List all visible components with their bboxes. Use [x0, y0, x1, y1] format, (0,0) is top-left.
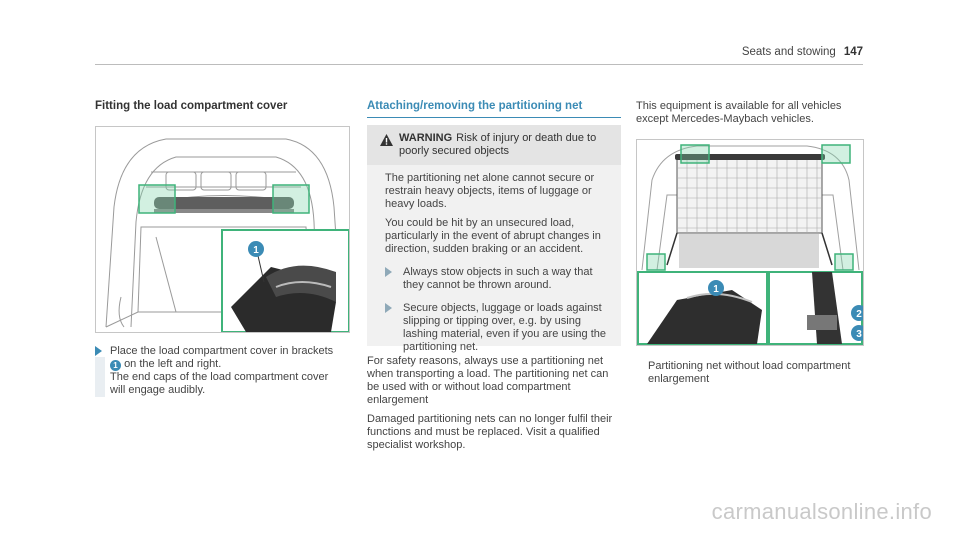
detail-inset-left [637, 271, 768, 345]
step-line-2: on the left and right. [124, 358, 222, 370]
callout-number-3: 3 [856, 329, 862, 340]
callout-number-2: 2 [856, 309, 862, 320]
section-title: Seats and stowing [741, 46, 836, 58]
page-number: 147 [843, 46, 863, 58]
warning-triangle-icon [380, 134, 393, 146]
load-cover-illustration: 1 [105, 138, 349, 332]
paragraph-safety: For safety reasons, always use a partiti… [367, 355, 609, 406]
step-line-1: Place the load compartment cover in brac… [110, 345, 334, 357]
warning-paragraph-1: The partitioning net alone cannot secure… [385, 172, 595, 210]
callout-1-icon: 1 [708, 280, 724, 296]
bullet-1-text: Always stow objects in such a way that t… [403, 266, 593, 291]
callout-number: 1 [253, 245, 259, 256]
watermark: carmanualsonline.info [711, 499, 932, 524]
column-middle: Attaching/removing the partitioning net … [367, 100, 621, 353]
figure-caption: Partitioning net without load compartmen… [648, 360, 851, 385]
callout-3-icon: 3 [851, 325, 863, 341]
net-grid [666, 154, 833, 266]
warning-bullet-1: Always stow objects in such a way that t… [385, 266, 613, 292]
intro-text: This equipment is available for all vehi… [636, 100, 842, 125]
callout-2-icon: 2 [851, 305, 863, 321]
step-line-4: will engage audibly. [110, 384, 206, 396]
inline-callout-1-icon: 1 [110, 360, 121, 371]
warning-title-text: Risk of injury or death due to poorly se… [399, 132, 597, 157]
bullet-arrow-icon [385, 267, 392, 277]
body-text: For safety reasons, always use a partiti… [367, 355, 621, 458]
bullet-2-text: Secure objects, luggage or loads against… [403, 302, 607, 353]
warning-paragraph-2: You could be hit by an unsecured load, p… [385, 217, 601, 255]
bullet-arrow-icon [385, 303, 392, 313]
detail-inset-right [768, 271, 863, 345]
section-heading: Fitting the load compartment cover [95, 100, 288, 112]
warning-bullet-2: Secure objects, luggage or loads against… [385, 302, 613, 354]
callout-number-1: 1 [713, 284, 719, 295]
step-arrow-icon [95, 346, 102, 356]
load-cover-figure: 1 [95, 126, 350, 333]
paragraph-damaged: Damaged partitioning nets can no longer … [367, 413, 613, 451]
header-rule [95, 64, 863, 65]
step-marker-bar [95, 357, 105, 397]
detail-inset [221, 229, 349, 332]
instruction-step: Place the load compartment cover in brac… [95, 345, 351, 397]
step-line-3: The end caps of the load compartment cov… [110, 371, 329, 383]
partition-net-figure: 1 2 3 [636, 139, 864, 346]
running-header: Seats and stowing 147 [742, 46, 863, 58]
warning-label: WARNING [399, 132, 453, 144]
column-left: Fitting the load compartment cover [95, 100, 349, 112]
partition-net-illustration: 1 2 3 [637, 144, 863, 345]
section-heading-net: Attaching/removing the partitioning net [367, 100, 621, 118]
callout-1-icon: 1 [248, 241, 264, 257]
warning-body: The partitioning net alone cannot secure… [385, 172, 613, 354]
